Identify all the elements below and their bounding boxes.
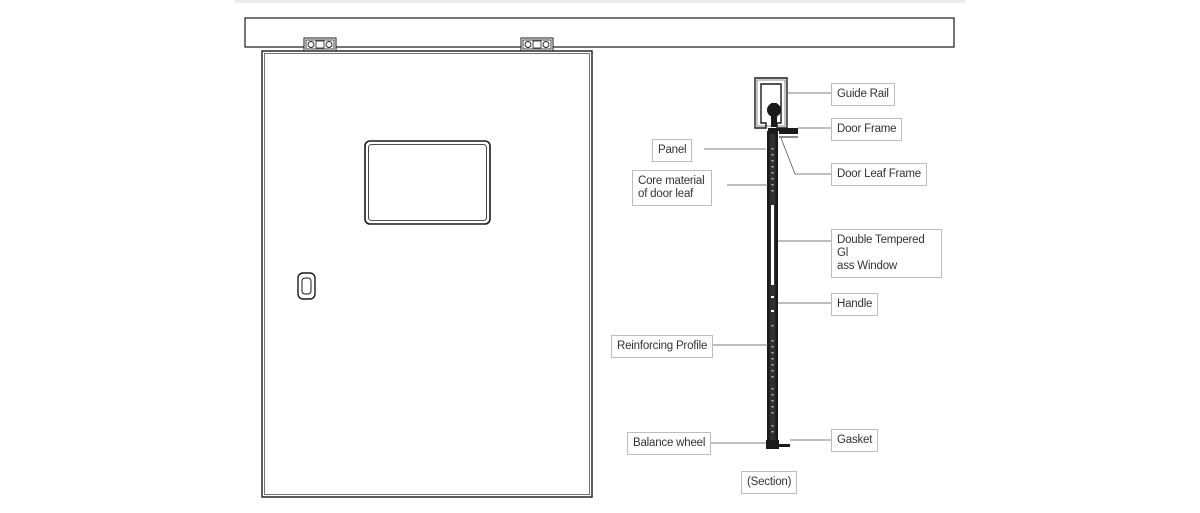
label-gasket-text: Gasket	[837, 434, 873, 446]
label-balance-wheel: Balance wheel	[627, 432, 712, 455]
label-handle: Handle	[831, 293, 879, 316]
label-door-leaf-frame: Door Leaf Frame	[831, 163, 927, 186]
label-double-tempered-glass: Double Tempered Gl ass Window	[831, 229, 942, 278]
label-core-material-line1: Core material	[638, 175, 705, 187]
track-beam	[244, 17, 955, 48]
label-balance-wheel-text: Balance wheel	[633, 437, 706, 449]
label-double-glass-line1: Double Tempered Gl	[837, 234, 925, 259]
door-leaf	[261, 50, 593, 498]
label-core-material-line2: of door leaf	[638, 188, 694, 200]
label-door-leaf-frame-text: Door Leaf Frame	[837, 168, 921, 180]
label-door-frame-text: Door Frame	[837, 123, 897, 135]
label-guide-rail-text: Guide Rail	[837, 88, 889, 100]
label-panel-text: Panel	[658, 144, 687, 156]
vision-window	[364, 140, 491, 225]
hanger-bracket-left	[303, 37, 337, 54]
hanger-bracket-right	[520, 37, 554, 54]
label-guide-rail: Guide Rail	[831, 83, 895, 106]
label-handle-text: Handle	[837, 298, 873, 310]
label-double-glass-line2: ass Window	[837, 260, 897, 272]
label-door-frame: Door Frame	[831, 118, 903, 141]
label-gasket: Gasket	[831, 429, 879, 452]
door-handle	[297, 272, 316, 300]
label-reinforcing-profile-text: Reinforcing Profile	[617, 340, 708, 352]
leader-lines	[704, 92, 832, 444]
top-strip	[235, 0, 965, 3]
label-reinforcing-profile: Reinforcing Profile	[611, 335, 714, 358]
label-core-material: Core material of door leaf	[632, 170, 712, 206]
label-section: (Section)	[741, 471, 798, 494]
section-view	[754, 77, 798, 449]
label-panel: Panel	[652, 139, 693, 162]
label-section-text: (Section)	[747, 476, 792, 488]
